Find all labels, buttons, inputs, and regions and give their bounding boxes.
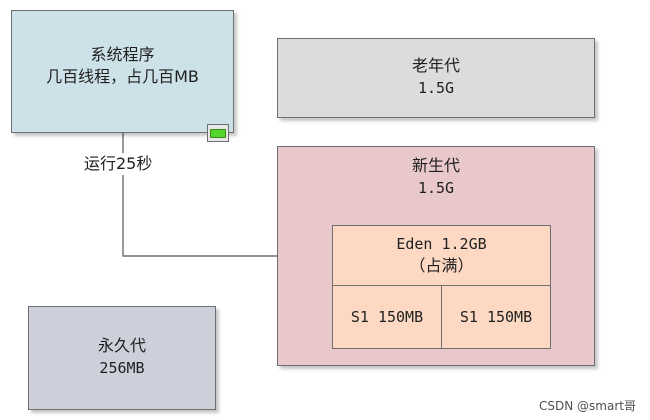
- permanent-generation-size: 256MB: [99, 359, 145, 377]
- new-generation-size: 1.5G: [417, 179, 455, 197]
- survivor-space-box-2: S1 150MB: [441, 285, 551, 349]
- system-program-subtitle: 几百线程，占几百MB: [46, 67, 199, 86]
- old-generation-box: 老年代 1.5G: [277, 38, 595, 118]
- green-led-icon: [210, 128, 226, 138]
- survivor-space-label: S1 150MB: [459, 308, 533, 326]
- system-program-title: 系统程序: [90, 45, 155, 64]
- watermark: CSDN @smart哥: [539, 399, 636, 413]
- permanent-generation-title: 永久代: [97, 336, 146, 355]
- old-generation-size: 1.5G: [417, 79, 455, 97]
- old-generation-title: 老年代: [411, 56, 460, 75]
- permanent-generation-box: 永久代 256MB: [28, 306, 216, 410]
- eden-space-status: （占满）: [409, 256, 474, 275]
- survivor-space-box-1: S1 150MB: [332, 285, 442, 349]
- system-program-box: 系统程序 几百线程，占几百MB: [11, 10, 234, 133]
- eden-space-box: Eden 1.2GB （占满）: [332, 225, 551, 286]
- new-generation-title: 新生代: [411, 156, 460, 175]
- eden-space-label: Eden 1.2GB: [396, 235, 487, 253]
- status-indicator: [207, 124, 229, 142]
- runtime-label: 运行25秒: [82, 153, 155, 175]
- survivor-space-label: S1 150MB: [350, 308, 424, 326]
